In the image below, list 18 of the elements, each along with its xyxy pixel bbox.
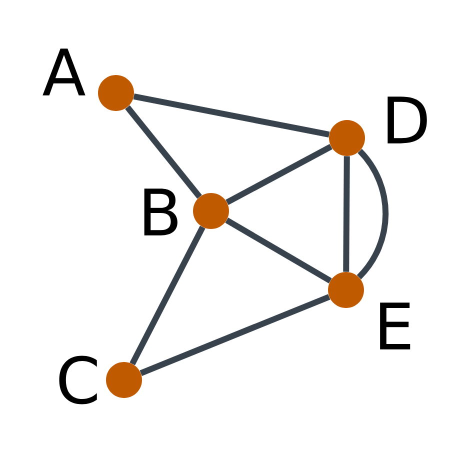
graph-vertex bbox=[98, 75, 134, 111]
graph-vertex bbox=[328, 272, 364, 308]
graph-edge bbox=[226, 144, 332, 206]
graph-edge bbox=[140, 294, 330, 376]
graph-edge bbox=[133, 94, 330, 138]
vertex-label: E bbox=[380, 302, 410, 350]
graph-edge bbox=[343, 156, 350, 272]
graph-vertex bbox=[193, 193, 229, 229]
graph-edge bbox=[225, 218, 332, 284]
vertex-label: A bbox=[42, 48, 86, 96]
graph-edge bbox=[356, 149, 389, 280]
vertex-label: D bbox=[388, 96, 427, 144]
graph-vertex bbox=[106, 362, 142, 398]
graph-edge bbox=[130, 226, 206, 366]
vertex-label: C bbox=[59, 356, 97, 404]
graph-vertex bbox=[329, 120, 365, 156]
graph-edge bbox=[125, 105, 202, 199]
vertex-label: B bbox=[144, 188, 178, 236]
